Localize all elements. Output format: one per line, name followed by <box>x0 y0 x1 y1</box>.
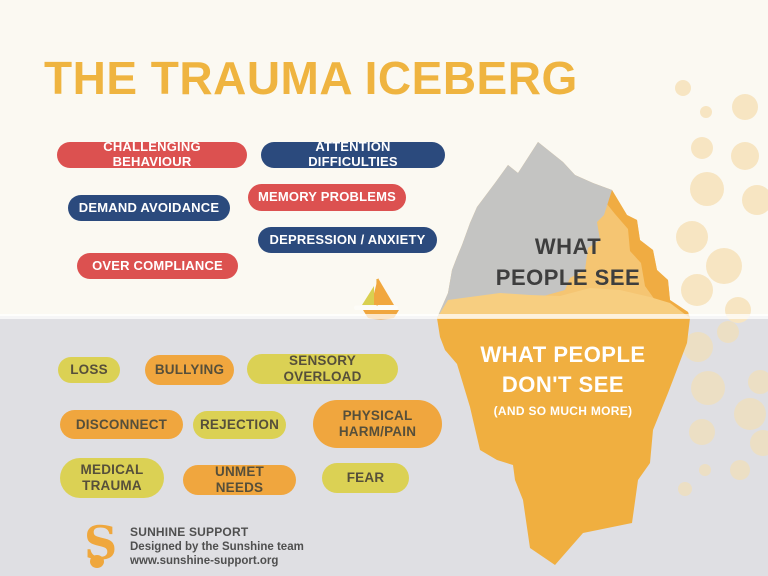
pill-label: PHYSICAL HARM/PAIN <box>338 408 417 439</box>
iceberg-underwater <box>437 318 690 565</box>
what-people-dont-see-heading: WHAT PEOPLE DON'T SEE (AND SO MUCH MORE) <box>453 340 673 418</box>
pill-fear: FEAR <box>322 463 409 493</box>
pill-physical-harm-pain: PHYSICAL HARM/PAIN <box>313 400 442 448</box>
heading-line: WHAT <box>534 234 602 259</box>
iceberg-base-strip <box>437 288 690 318</box>
pill-challenging-behaviour: CHALLENGING BEHAVIOUR <box>57 139 247 169</box>
pill-disconnect: DISCONNECT <box>60 410 183 439</box>
pill-loss: LOSS <box>58 357 120 383</box>
what-people-see-heading: WHAT PEOPLE SEE <box>468 232 668 294</box>
heading-line: DON'T SEE <box>501 371 625 397</box>
pill-attention-difficulties: ATTENTION DIFFICULTIES <box>261 139 445 169</box>
page-title: THE TRAUMA ICEBERG <box>44 52 578 104</box>
pill-over-compliance: OVER COMPLIANCE <box>77 253 238 279</box>
pill-rejection: REJECTION <box>193 411 286 439</box>
dot-pattern <box>675 80 768 323</box>
pill-label: UNMET NEEDS <box>215 464 264 495</box>
pill-label: MEDICAL TRAUMA <box>80 462 144 493</box>
pill-label: BULLYING <box>154 362 225 378</box>
iceberg-right-flank <box>603 190 690 318</box>
heading-subline: (AND SO MUCH MORE) <box>493 404 633 419</box>
brand-website: www.sunshine-support.org <box>130 555 279 568</box>
pill-label: LOSS <box>70 362 108 378</box>
pill-label: DEPRESSION / ANXIETY <box>269 231 426 247</box>
pill-label: OVER COMPLIANCE <box>92 257 223 273</box>
pill-label: SENSORY OVERLOAD <box>283 353 362 384</box>
pill-sensory-overload: SENSORY OVERLOAD <box>247 353 398 384</box>
pill-label: FEAR <box>346 470 385 486</box>
brand-name: SUNHINE SUPPORT <box>130 525 249 539</box>
pill-label: CHALLENGING BEHAVIOUR <box>103 139 201 169</box>
pill-demand-avoidance: DEMAND AVOIDANCE <box>68 195 230 221</box>
heading-line: PEOPLE SEE <box>495 264 641 290</box>
brand-byline: Designed by the Sunshine team <box>130 541 304 553</box>
pill-label: DISCONNECT <box>75 416 168 432</box>
pill-memory-problems: MEMORY PROBLEMS <box>248 184 406 211</box>
logo-dot-icon <box>90 555 104 568</box>
pill-medical-trauma: MEDICAL TRAUMA <box>60 458 164 498</box>
dot-pattern-underwater <box>678 321 768 496</box>
waterline <box>0 314 768 319</box>
pill-label: ATTENTION DIFFICULTIES <box>308 139 398 169</box>
pill-label: MEMORY PROBLEMS <box>257 189 397 205</box>
pill-label: REJECTION <box>199 417 280 433</box>
pill-label: DEMAND AVOIDANCE <box>78 199 220 215</box>
heading-line: WHAT PEOPLE <box>480 342 646 367</box>
pill-depression-anxiety: DEPRESSION / ANXIETY <box>258 227 437 253</box>
pill-bullying: BULLYING <box>145 355 234 385</box>
footer-branding: SUNHINE SUPPORT Designed by the Sunshine… <box>130 525 304 569</box>
iceberg-grey-peak <box>437 142 612 318</box>
pill-unmet-needs: UNMET NEEDS <box>183 464 296 495</box>
